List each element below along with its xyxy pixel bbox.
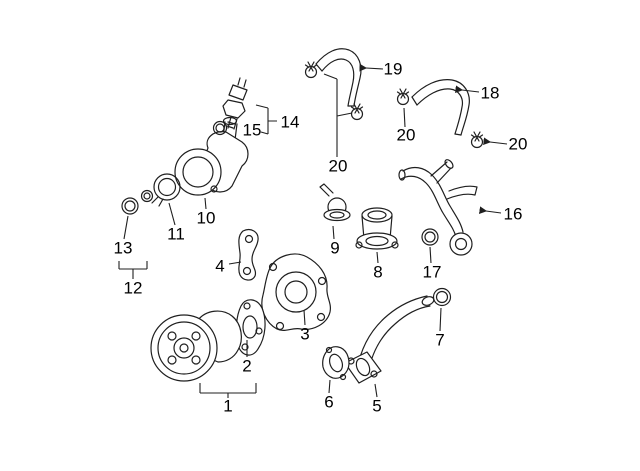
leader-19 xyxy=(359,63,384,72)
part-14-sensor-drawing xyxy=(222,77,248,130)
leader-9 xyxy=(332,225,335,240)
callout-13: 13 xyxy=(113,238,133,258)
leader-11 xyxy=(168,202,176,226)
leader-20-b xyxy=(483,137,508,146)
leader-6 xyxy=(328,379,331,394)
leader-10 xyxy=(204,197,207,210)
part-10-thermostat-housing-drawing xyxy=(174,116,249,196)
leader-16 xyxy=(479,206,502,214)
callout-6: 6 xyxy=(324,392,334,412)
part-1-water-pump-drawing xyxy=(150,310,242,382)
part-8-thermostat-housing-cap-drawing xyxy=(355,207,399,250)
callout-1: 1 xyxy=(223,396,233,416)
part-5-outlet-pipe-drawing xyxy=(344,295,435,384)
part-2-gasket-drawing xyxy=(235,299,266,356)
leader-4 xyxy=(228,261,242,265)
callout-2: 2 xyxy=(242,356,252,376)
callout-12: 12 xyxy=(123,278,143,298)
callout-7: 7 xyxy=(435,330,445,350)
callout-5: 5 xyxy=(372,396,382,416)
leader-13 xyxy=(123,215,129,240)
part-16-water-pipe-drawing xyxy=(398,159,478,256)
part-20-clamp-icon xyxy=(304,61,318,79)
callout-3: 3 xyxy=(300,324,310,344)
part-20-clamp-icon xyxy=(470,131,484,149)
callout-9: 9 xyxy=(330,238,340,258)
callout-16: 16 xyxy=(503,204,523,224)
callout-14: 14 xyxy=(280,112,300,132)
leader-bracket-12 xyxy=(118,261,148,279)
part-15-o-ring-drawing xyxy=(212,120,228,136)
leader-bracket-14 xyxy=(255,104,277,135)
callout-19: 19 xyxy=(383,59,403,79)
callout-17: 17 xyxy=(422,262,442,282)
callout-20-b: 20 xyxy=(508,134,528,154)
part-11-gasket-ring-drawing xyxy=(151,173,181,207)
callout-18: 18 xyxy=(480,83,500,103)
callout-15: 15 xyxy=(242,120,262,140)
callout-8: 8 xyxy=(373,262,383,282)
leader-5 xyxy=(374,383,378,398)
part-7-o-ring-drawing xyxy=(432,287,452,307)
part-17-o-ring-drawing xyxy=(421,228,439,246)
part-19-hose-drawing xyxy=(315,48,362,107)
leader-3 xyxy=(303,309,306,326)
part-18-hose-drawing xyxy=(411,79,470,136)
leader-lines xyxy=(118,63,508,398)
callout-20-c: 20 xyxy=(328,156,348,176)
leader-bracket-20-c xyxy=(323,73,353,157)
callout-20-a: 20 xyxy=(396,125,416,145)
part-9-thermostat-drawing xyxy=(319,183,351,222)
part-13-seal-ring-drawing xyxy=(121,189,154,215)
leader-8 xyxy=(376,251,379,264)
leader-17 xyxy=(429,246,432,264)
leader-18 xyxy=(455,85,480,94)
leader-20-a xyxy=(403,107,406,128)
part-20-clamp-icon xyxy=(396,88,410,106)
leader-7 xyxy=(439,307,442,332)
callout-4: 4 xyxy=(215,256,225,276)
callout-10: 10 xyxy=(196,208,216,228)
leader-bracket-1 xyxy=(199,383,257,398)
part-4-bracket-drawing xyxy=(238,228,259,281)
callout-11: 11 xyxy=(167,224,185,244)
part-6-gasket-drawing xyxy=(322,346,350,381)
part-3-water-pump-housing-drawing xyxy=(261,253,332,332)
